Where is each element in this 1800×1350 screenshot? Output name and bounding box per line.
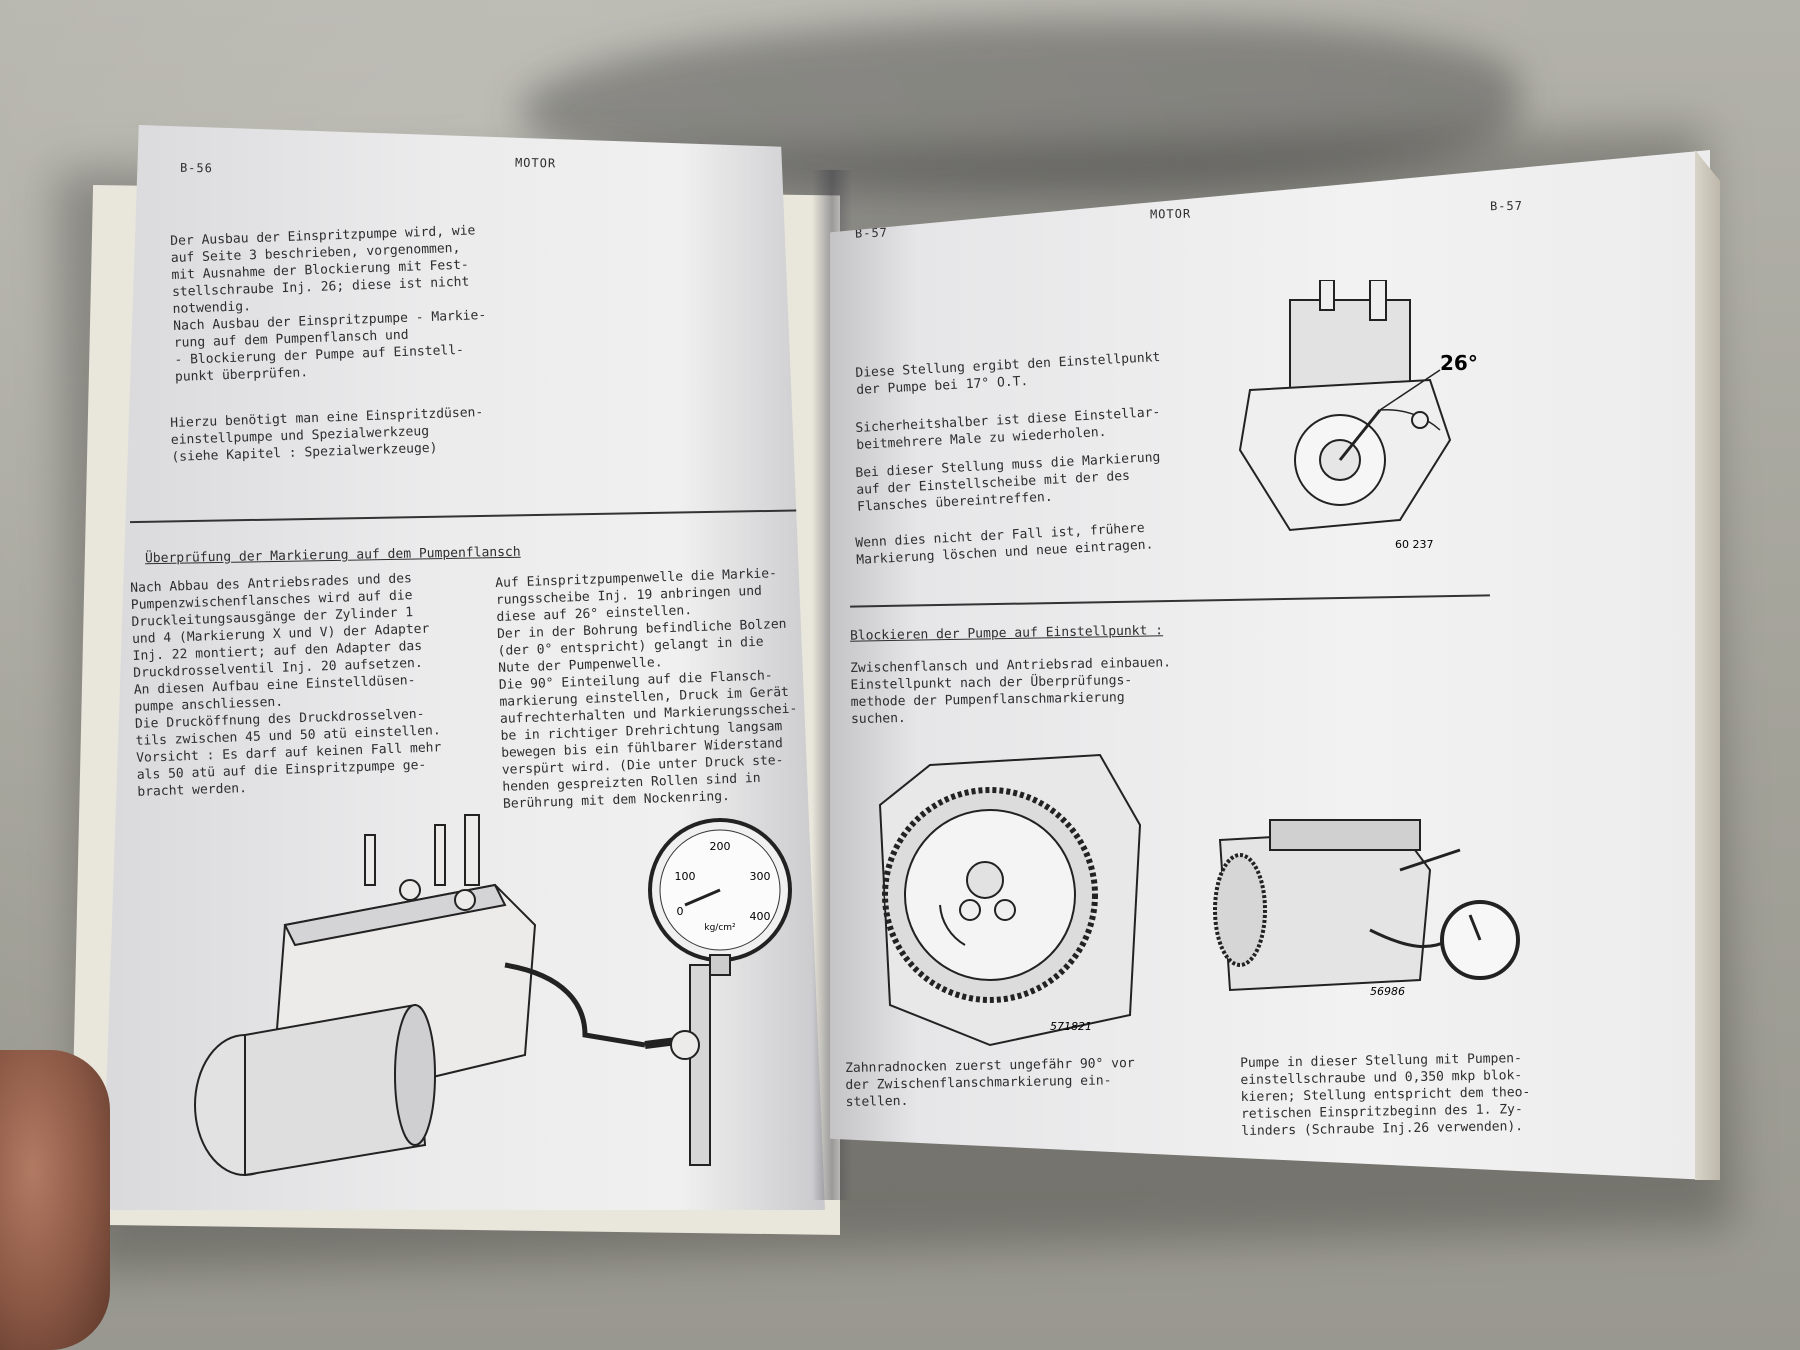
section-heading: Blockieren der Pumpe auf Einstellpunkt : <box>849 623 1164 644</box>
repeat-paragraph: Sicherheitshalber ist diese Einstellar- … <box>855 404 1162 454</box>
erase-paragraph: Wenn dies nicht der Fall ist, frühere Ma… <box>855 519 1154 569</box>
flange-diagram: 26° 60 237 <box>1238 280 1478 551</box>
figure-number: 60 237 <box>1395 538 1434 551</box>
pump-gauge-illustration: 56986 <box>1213 819 1520 998</box>
caption-right: Pumpe in dieser Stellung mit Pumpen- ein… <box>1240 1050 1531 1140</box>
instruction-column-2: Auf Einspritzpumpenwelle die Markie- run… <box>495 565 801 813</box>
gauge <box>648 818 792 976</box>
pump-test-illustration: 200 100 300 0 400 kg/cm² <box>194 814 792 1177</box>
text-line: linders (Schraube Inj.26 verwenden). <box>1241 1119 1524 1139</box>
gauge-label: 400 <box>750 910 771 923</box>
setting-paragraph: Diese Stellung ergibt den Einstellpunkt … <box>855 349 1162 399</box>
gauge-label: 200 <box>710 840 731 853</box>
gear-illustration: 571821 <box>878 753 1142 1047</box>
right-page: B-57 MOTOR B-57 Diese Stellung ergibt de… <box>830 150 1710 1180</box>
page-number: B-56 <box>179 160 214 176</box>
gauge-unit: kg/cm² <box>704 923 736 933</box>
section-title: MOTOR <box>1149 206 1192 222</box>
figure-number: 56986 <box>1370 985 1405 998</box>
text-line: stellen. <box>845 1093 909 1110</box>
thumb <box>0 1050 110 1350</box>
gauge-label: 300 <box>750 870 771 883</box>
intro-paragraph: Der Ausbau der Einspritzpumpe wird, wie … <box>170 222 488 386</box>
page-number: B-57 <box>1489 198 1524 214</box>
instruction-column-1: Nach Abbau des Antriebsrades und des Pum… <box>130 569 443 801</box>
match-paragraph: Bei dieser Stellung muss die Markierung … <box>855 449 1163 516</box>
tool-paragraph: Hierzu benötigt man eine Einspritzdüsen-… <box>170 404 485 466</box>
block-paragraph: Zwischenflansch und Antriebsrad einbauen… <box>850 654 1172 728</box>
left-page: B-56 MOTOR Der Ausbau der Einspritzpumpe… <box>102 125 825 1210</box>
gauge-label: 100 <box>675 870 696 883</box>
divider <box>850 594 1490 608</box>
caption-left: Zahnradnocken zuerst ungefähr 90° vor de… <box>845 1055 1135 1111</box>
figure-number: 571821 <box>1050 1020 1092 1033</box>
page-edge <box>1695 150 1720 1180</box>
angle-label: 26° <box>1440 351 1478 375</box>
section-heading: Überprüfung der Markierung auf dem Pumpe… <box>144 544 521 567</box>
section-title: MOTOR <box>514 155 557 171</box>
gauge-label: 0 <box>677 905 684 918</box>
divider <box>130 508 825 524</box>
